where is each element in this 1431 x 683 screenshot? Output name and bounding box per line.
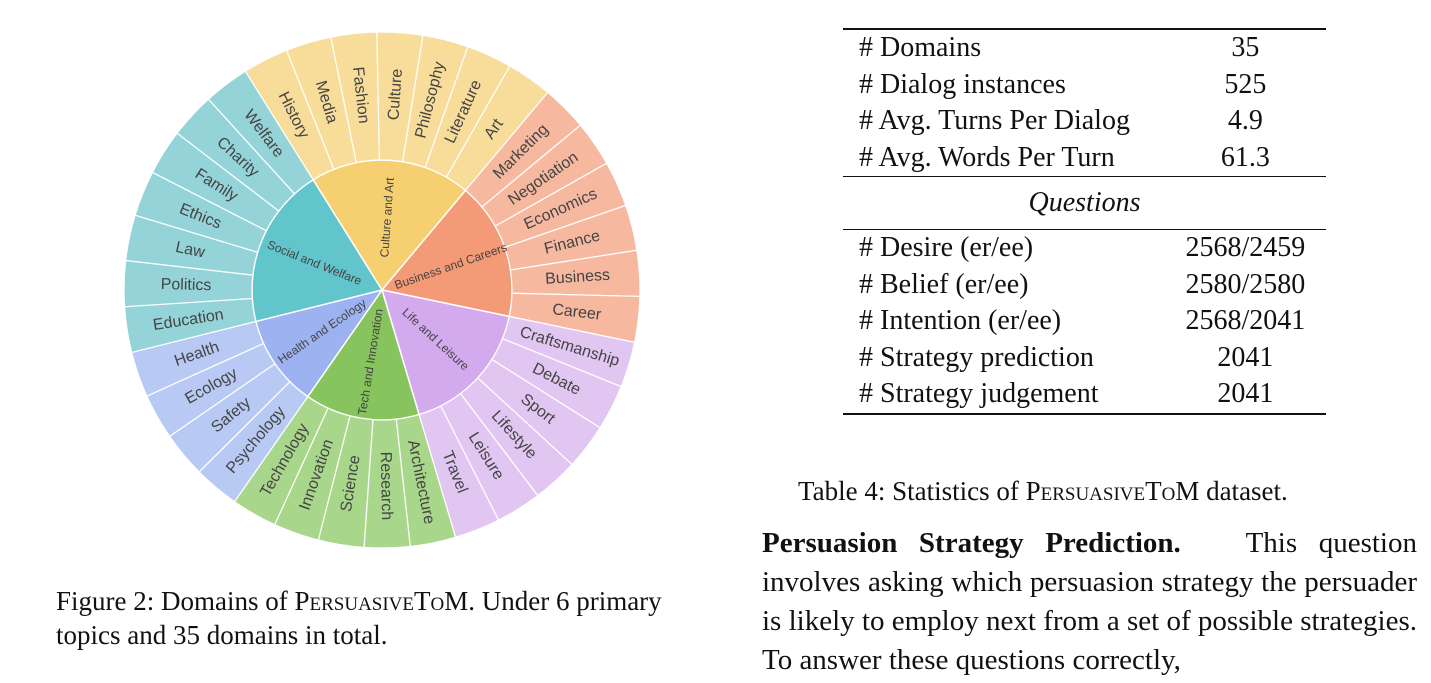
domain-label: Research [377, 452, 395, 521]
table-row: # Belief (er/ee) 2580/2580 [843, 267, 1326, 304]
row-value: 2568/2041 [1185, 305, 1306, 336]
table-row: # Avg. Words Per Turn 61.3 [843, 140, 1326, 177]
topic-label: Culture and Art [377, 176, 397, 257]
paragraph-text: This question involves asking which pers… [762, 527, 1417, 676]
row-label: # Strategy prediction [859, 341, 1094, 373]
table-row: # Desire (er/ee) 2568/2459 [843, 229, 1326, 267]
row-label: # Domains [859, 32, 982, 63]
row-value: 4.9 [1227, 105, 1263, 136]
table-row: # Avg. Turns Per Dialog 4.9 [843, 103, 1326, 140]
row-label: # Belief (er/ee) [859, 268, 1029, 300]
table-row: # Strategy prediction 2041 [843, 340, 1326, 377]
row-label: # Desire (er/ee) [859, 232, 1034, 263]
row-value: 61.3 [1220, 141, 1270, 173]
questions-section-header: Questions [843, 176, 1326, 230]
row-label: # Intention (er/ee) [859, 305, 1062, 336]
domain-label: Business [545, 267, 611, 288]
row-value: 2041 [1217, 341, 1274, 373]
domain-label: Politics [161, 276, 212, 294]
table-row: # Dialog instances 525 [843, 67, 1326, 104]
row-value: 525 [1224, 68, 1267, 100]
table-row: # Strategy judgement 2041 [843, 376, 1326, 414]
domain-label: Fashion [349, 66, 372, 124]
row-label: # Strategy judgement [859, 378, 1099, 409]
table-caption: Table 4: Statistics of PersuasiveToM dat… [798, 476, 1288, 506]
row-value: 2568/2459 [1185, 232, 1306, 263]
table-row: # Intention (er/ee) 2568/2041 [843, 303, 1326, 340]
paragraph-heading: Persuasion Strategy Prediction. [762, 527, 1181, 559]
row-value: 2041 [1217, 378, 1274, 409]
domain-label: Law [174, 239, 207, 262]
figure-caption: Figure 2: Domains of PersuasiveToM. Unde… [56, 586, 662, 650]
body-paragraph: Persuasion Strategy Prediction. This que… [762, 524, 1417, 680]
row-value: 35 [1231, 32, 1260, 63]
domain-label: Culture [385, 68, 406, 121]
row-label: # Dialog instances [859, 68, 1066, 100]
table-row: # Domains 35 [843, 29, 1326, 67]
row-label: # Avg. Turns Per Dialog [859, 105, 1130, 136]
row-label: # Avg. Words Per Turn [859, 141, 1115, 173]
row-value: 2580/2580 [1185, 268, 1306, 300]
domain-label: Career [551, 301, 602, 324]
domain-sector [207, 70, 314, 195]
